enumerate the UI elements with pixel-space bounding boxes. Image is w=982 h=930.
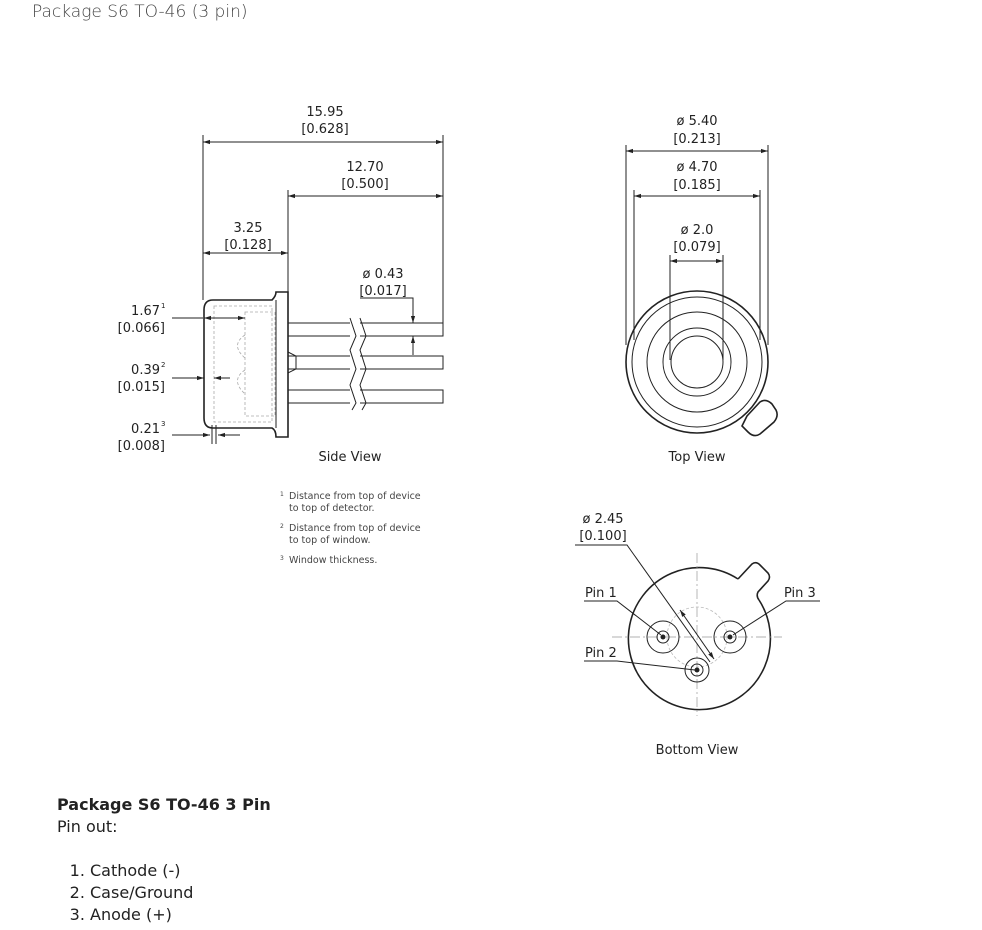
dim-outer-in: [0.213] <box>673 132 720 147</box>
dim-window-mm: ø 2.0 <box>681 223 714 238</box>
bottom-view: ø 2.45 [0.100] Pin 1 Pin 2 Pin 3 Bottom … <box>575 512 820 758</box>
pinout-info: Package S6 TO-46 3 Pin Pin out: Cathode … <box>57 794 271 926</box>
pinout-list: Cathode (-) Case/Ground Anode (+) <box>57 860 271 926</box>
dim-pcd-mm: ø 2.45 <box>582 512 623 527</box>
dim-window-thk-in: [0.008] <box>118 439 165 454</box>
pin-2-label: Pin 2 <box>585 646 617 661</box>
footnote-ref-3: 3 <box>161 420 165 428</box>
package-heading: Package S6 TO-46 3 Pin <box>57 795 271 814</box>
dim-overall-in: [0.628] <box>301 122 348 137</box>
footnote-1-line1: Distance from top of device <box>289 491 421 502</box>
side-view: 15.95 [0.628] 12.70 [0.500] 3.25 [0.128]… <box>118 105 444 465</box>
dim-window-in: [0.079] <box>673 240 720 255</box>
dim-overall-mm: 15.95 <box>306 105 343 120</box>
dim-window-thk-mm: 0.21 <box>131 422 160 437</box>
footnote-3-line1: Window thickness. <box>289 555 377 566</box>
pin-1-pad <box>646 620 680 654</box>
dim-pcd-in: [0.100] <box>579 529 626 544</box>
pin-3-pad <box>713 620 747 654</box>
footnote-1-num: 1 <box>280 491 284 498</box>
pinout-subheading: Pin out: <box>57 817 118 836</box>
leads <box>287 315 444 411</box>
dim-outer-mm: ø 5.40 <box>676 114 717 129</box>
dim-cap-mm: ø 4.70 <box>676 160 717 175</box>
dim-body-in: [0.128] <box>224 238 271 253</box>
dim-lead-mm: 12.70 <box>346 160 383 175</box>
pinout-item-1: Cathode (-) <box>90 860 271 882</box>
pinout-item-2: Case/Ground <box>90 882 271 904</box>
pinout-item-3: Anode (+) <box>90 904 271 926</box>
side-view-caption: Side View <box>318 450 381 465</box>
page-title: Package S6 TO-46 (3 pin) <box>32 2 248 22</box>
bottom-view-caption: Bottom View <box>656 743 739 758</box>
dim-window-top-mm: 0.39 <box>131 363 160 378</box>
dim-detector-mm: 1.67 <box>131 304 160 319</box>
footnote-2-num: 2 <box>280 523 284 530</box>
dim-lead-in: [0.500] <box>341 177 388 192</box>
dim-detector-in: [0.066] <box>118 321 165 336</box>
top-view-caption: Top View <box>668 450 726 465</box>
dim-cap-in: [0.185] <box>673 178 720 193</box>
top-view: ø 5.40 [0.213] ø 4.70 [0.185] ø 2.0 [0.0… <box>625 114 778 465</box>
dim-body-mm: 3.25 <box>234 221 263 236</box>
footnote-1-line2: to top of detector. <box>289 503 375 514</box>
dim-lead-dia-in: [0.017] <box>359 284 406 299</box>
footnote-3-num: 3 <box>280 555 284 562</box>
footnote-ref-1: 1 <box>161 302 165 310</box>
dim-window-top-in: [0.015] <box>118 380 165 395</box>
footnotes: 1 Distance from top of device to top of … <box>280 491 421 566</box>
footnote-2-line2: to top of window. <box>289 535 371 546</box>
footnote-ref-2: 2 <box>161 361 165 369</box>
footnote-2-line1: Distance from top of device <box>289 523 421 534</box>
pin-1-label: Pin 1 <box>585 586 617 601</box>
dim-lead-dia-mm: ø 0.43 <box>362 267 403 282</box>
pin-3-label: Pin 3 <box>784 586 816 601</box>
